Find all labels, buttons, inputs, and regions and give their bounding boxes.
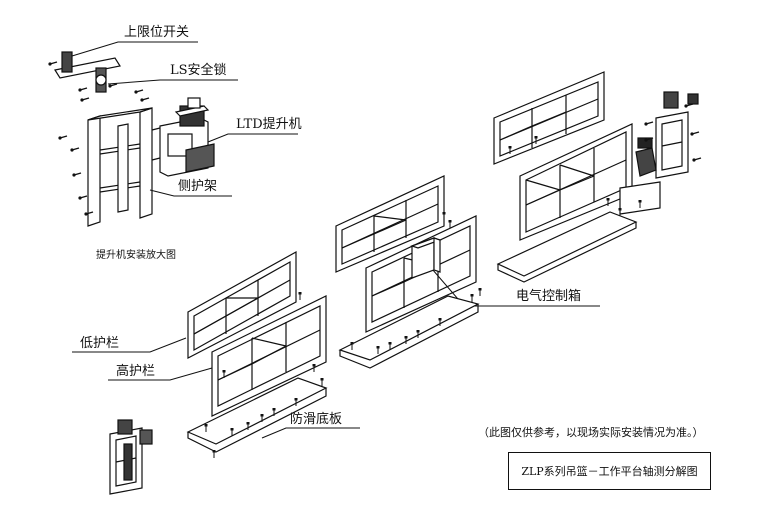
floor-plate-middle <box>338 295 480 369</box>
disclaimer-note: （此图仅供参考，以现场实际安装情况为准。） <box>478 426 704 439</box>
label-ltd-hoist: LTD提升机 <box>236 117 302 132</box>
label-hoist-install-detail: 提升机安装放大图 <box>96 250 176 261</box>
label-side-guard-frame: 侧护架 <box>178 179 218 194</box>
guardrail-upper-right <box>493 71 633 241</box>
leader-lines <box>71 41 600 439</box>
anti-slip-floor-plate <box>186 377 328 453</box>
end-frame-upper-right <box>619 91 699 215</box>
label-upper-limit-switch: 上限位开关 <box>124 25 190 40</box>
label-low-guardrail: 低护栏 <box>80 336 120 351</box>
label-ls-safety-lock: LS安全锁 <box>170 63 227 78</box>
electric-control-box <box>410 237 442 279</box>
drawing-title-box: ZLP系列吊篮－工作平台轴测分解图 <box>508 452 711 490</box>
end-frame-bottom-left <box>109 419 153 495</box>
floor-plate-upper-right <box>496 211 638 283</box>
low-guardrail <box>187 250 297 359</box>
drawing-title: ZLP系列吊篮－工作平台轴测分解图 <box>521 465 698 478</box>
label-anti-slip-floor: 防滑底板 <box>290 412 343 427</box>
hoist-assembly-detail <box>54 51 215 227</box>
guardrail-middle-back <box>335 175 445 273</box>
label-high-guardrail: 高护栏 <box>116 364 156 379</box>
high-guardrail <box>211 295 327 417</box>
label-electric-control-box: 电气控制箱 <box>516 289 582 304</box>
